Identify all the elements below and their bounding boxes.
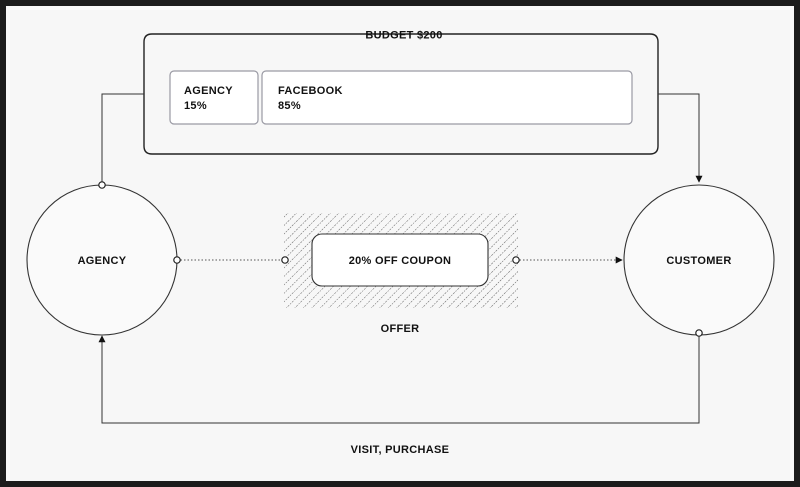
offer-item-label: 20% OFF COUPON — [349, 255, 452, 267]
customer-node: CUSTOMER — [623, 184, 775, 336]
offer-caption: OFFER — [381, 323, 420, 335]
connector-return-loop — [98, 333, 700, 424]
offer-out-port — [512, 256, 520, 264]
connector-agency-to-budget — [101, 93, 144, 185]
offer-area: 20% OFF COUPON OFFER — [284, 213, 518, 335]
budget-panel: BUDGET $200 AGENCY 15% FACEBOOK 85% — [143, 30, 659, 155]
agency-top-port — [98, 181, 106, 189]
customer-bottom-port — [695, 329, 703, 337]
budget-panel-border — [143, 33, 659, 155]
budget-segment-facebook-name: FACEBOOK — [278, 85, 343, 97]
budget-segment-agency-name: AGENCY — [184, 85, 233, 97]
budget-segment-facebook — [261, 70, 633, 125]
budget-segment-agency — [169, 70, 259, 125]
connector-budget-to-customer — [658, 93, 703, 183]
offer-in-port — [281, 256, 289, 264]
budget-segment-facebook-share: 85% — [278, 100, 301, 112]
return-flow-label: VISIT, PURCHASE — [351, 444, 450, 456]
offer-item-box — [311, 233, 489, 287]
budget-segment-agency-share: 15% — [184, 100, 207, 112]
agency-node: AGENCY — [26, 184, 178, 336]
agency-label: AGENCY — [78, 255, 127, 267]
agency-right-port — [173, 256, 181, 264]
budget-title: BUDGET $200 — [365, 30, 442, 42]
customer-label: CUSTOMER — [666, 255, 731, 267]
